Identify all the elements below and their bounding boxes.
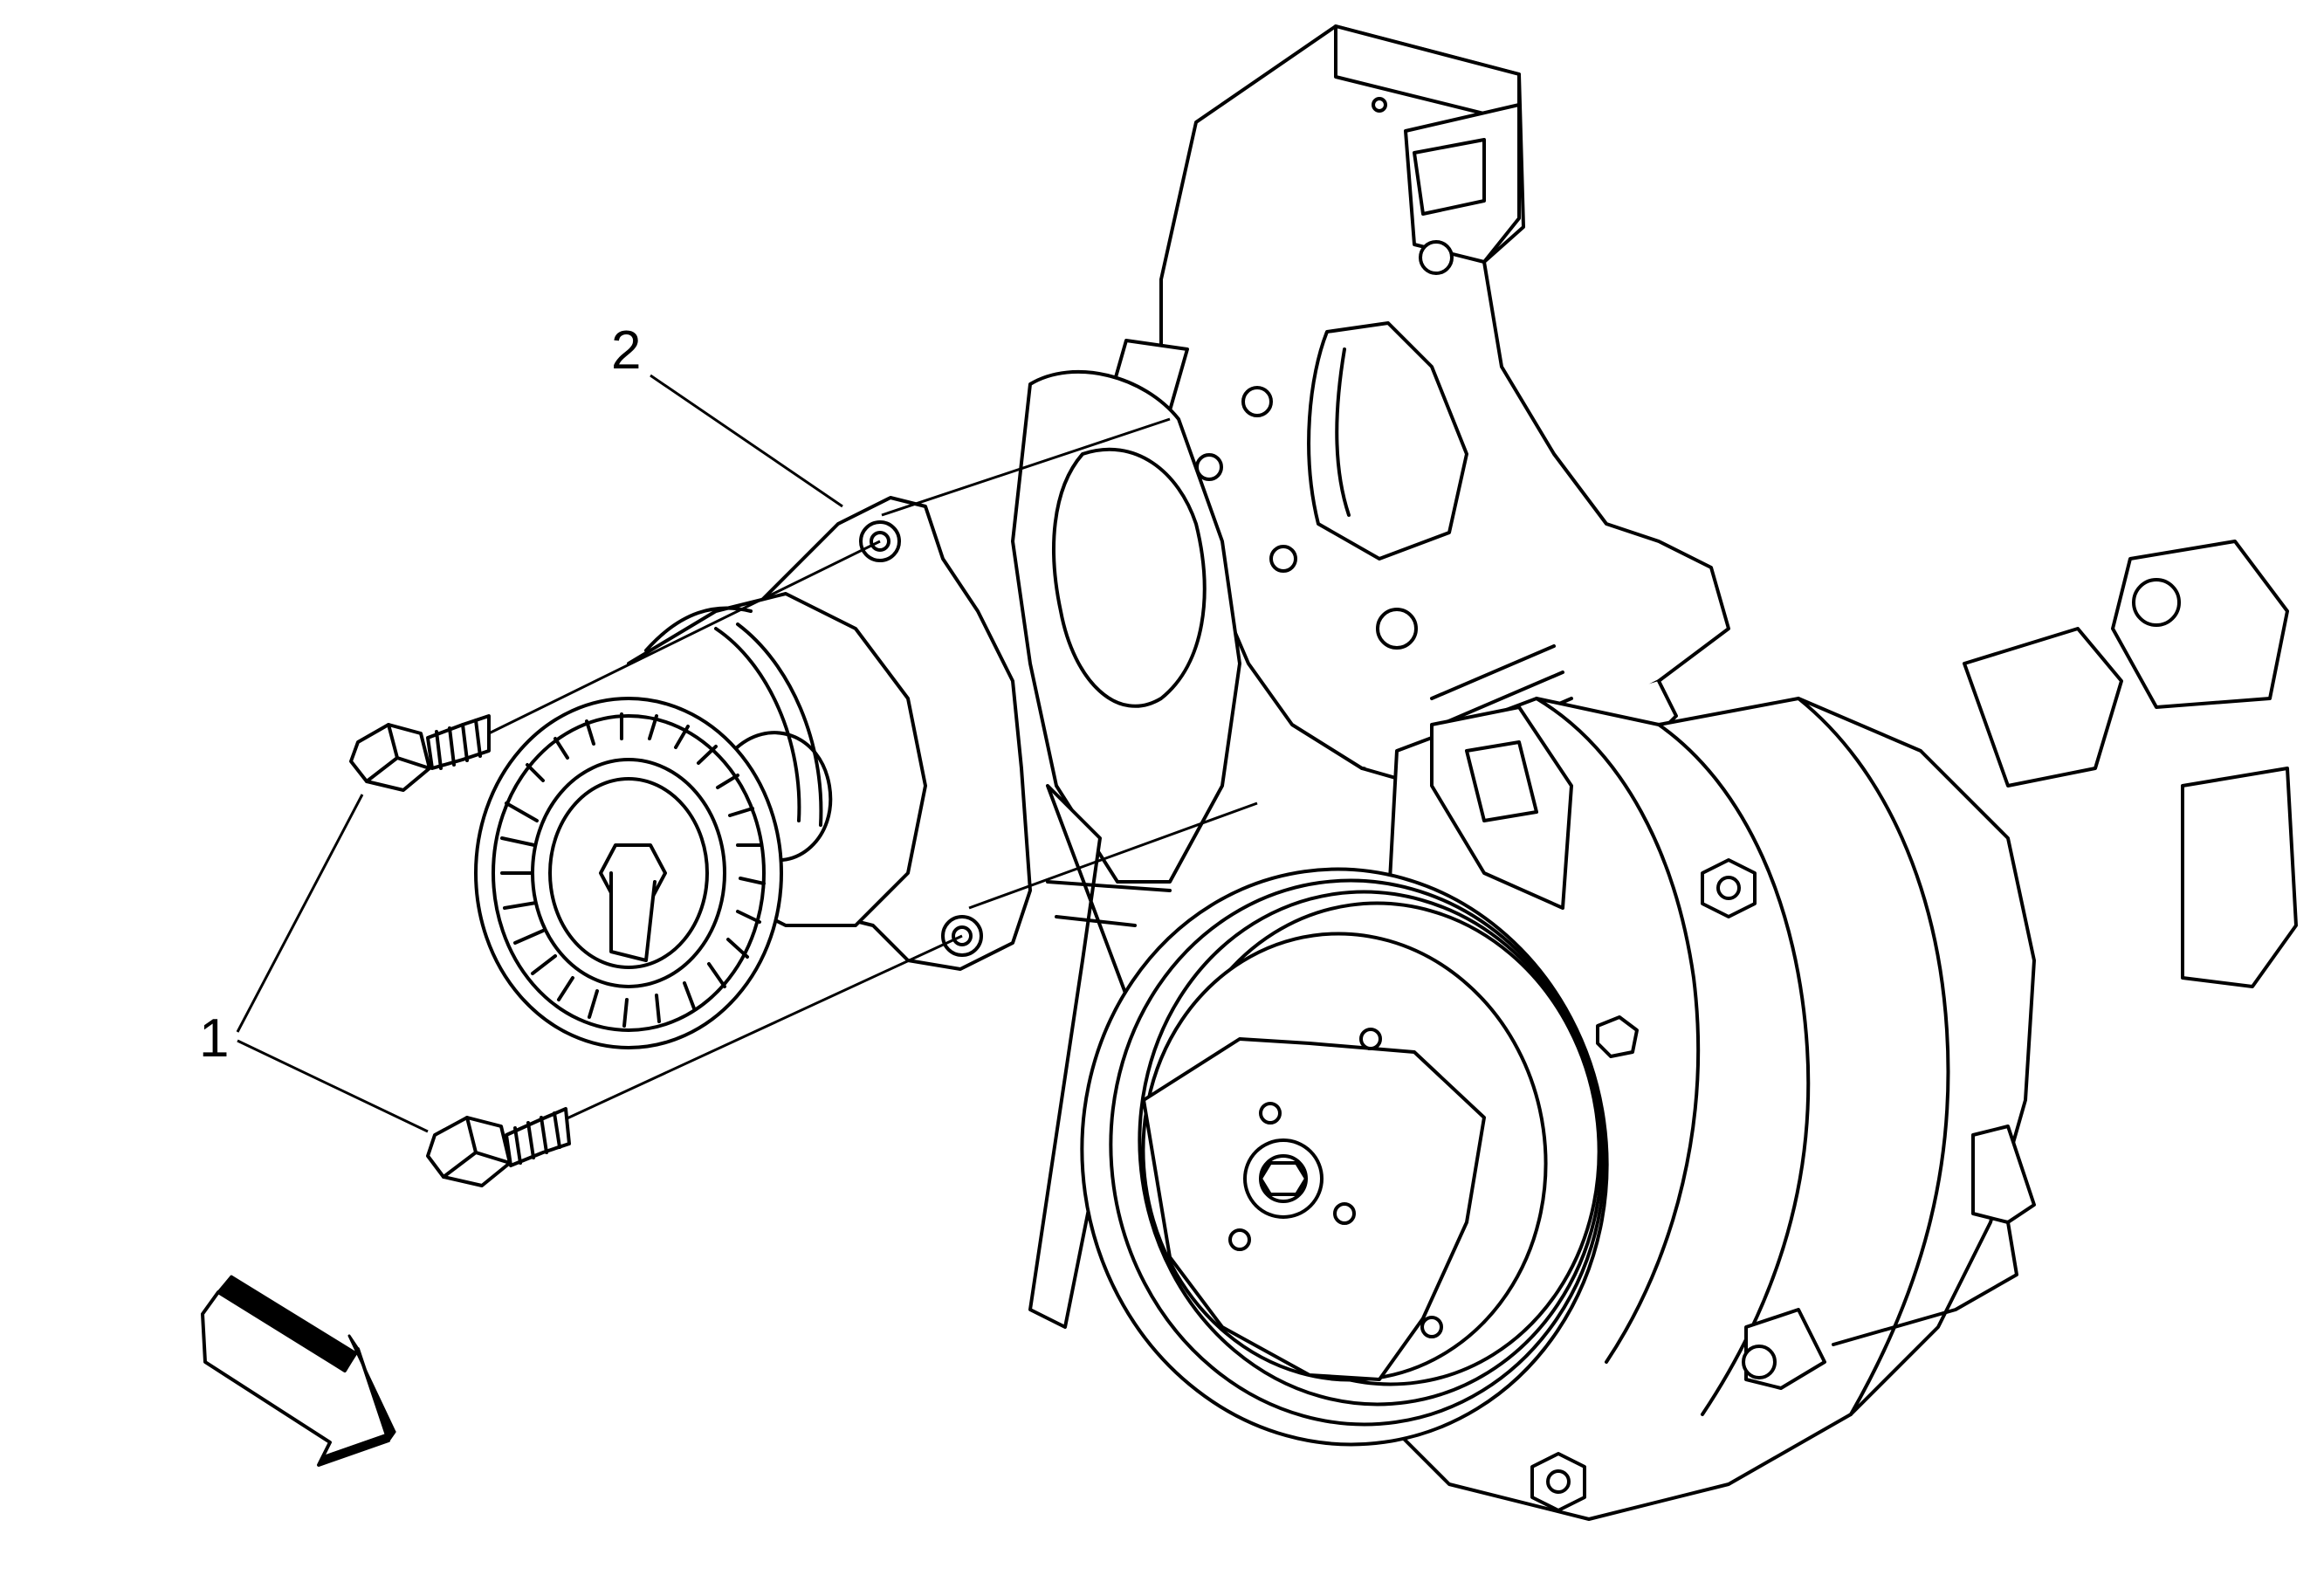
- callout-1-label: 1: [199, 1008, 229, 1069]
- electrical-connector: [1742, 1125, 2036, 1390]
- housing-bolt: [1701, 858, 1757, 918]
- callout-1-leader-upper: [236, 794, 364, 1033]
- callout-1: 1: [199, 794, 429, 1133]
- callout-2-label: 2: [611, 320, 641, 381]
- ac-clutch-pulley: [1080, 867, 1609, 1447]
- housing-bolt: [1530, 1452, 1586, 1512]
- alignment-lines: [488, 417, 1258, 1128]
- callout-2-leader: [650, 374, 843, 508]
- tensioner-bolt-lower: [426, 1107, 571, 1187]
- callout-1-leader-lower: [237, 1039, 429, 1133]
- direction-arrow-icon: [201, 1275, 396, 1467]
- housing-bolt: [1596, 1015, 1639, 1058]
- tensioner-bolt-upper: [349, 714, 491, 792]
- belt-tensioner: [474, 496, 1032, 1049]
- callout-2: 2: [611, 320, 843, 508]
